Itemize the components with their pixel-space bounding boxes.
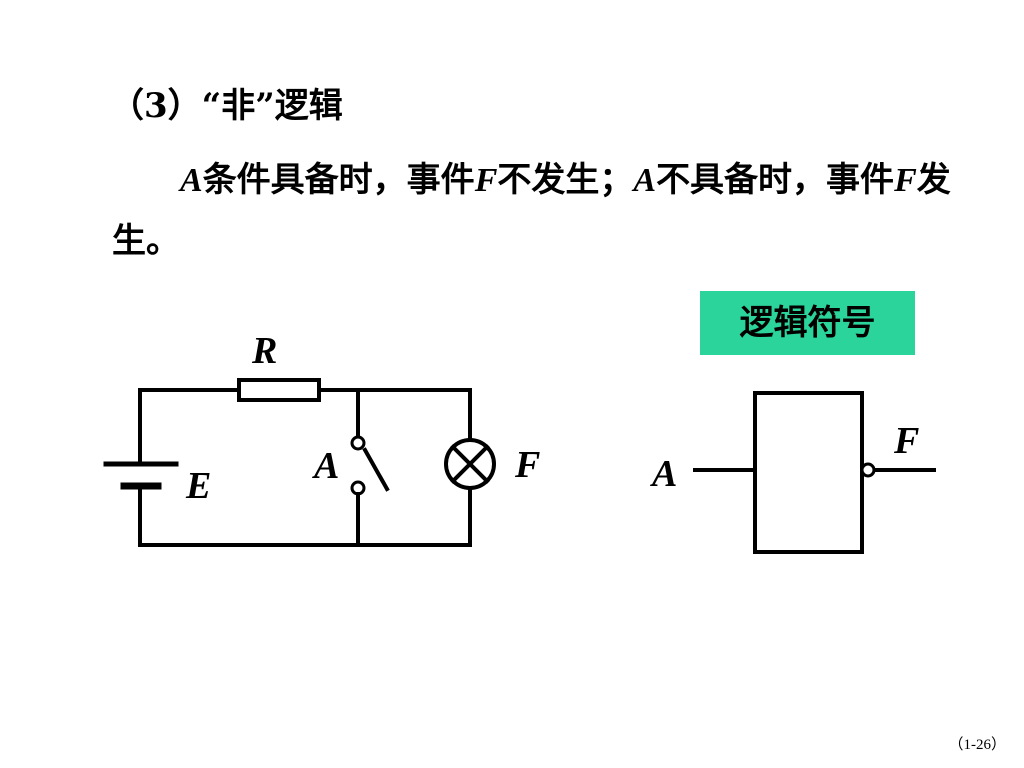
battery-label: E	[185, 465, 211, 507]
gate-input-label: A	[650, 453, 677, 495]
switch-blade	[362, 447, 390, 492]
not-gate-symbol	[693, 391, 936, 554]
text-run: 条件具备时，事件	[202, 160, 475, 200]
inversion-bubble	[860, 462, 876, 478]
page-number: （1-26）	[948, 737, 1007, 753]
switch-contact-top	[350, 435, 366, 451]
text-run: 不具备时，事件	[656, 160, 895, 200]
text-run: A	[633, 162, 657, 199]
text-run: 发生。	[112, 160, 951, 261]
logic-symbol-label: 逻辑符号	[700, 291, 915, 355]
description-paragraph: A条件具备时，事件F不发生；A不具备时，事件F发生。	[112, 150, 992, 271]
section-heading: （3）“非”逻辑	[110, 78, 343, 127]
text-run: F	[894, 162, 917, 199]
switch-label: A	[312, 445, 339, 487]
text-run: A	[180, 162, 203, 199]
section-number: （3）	[110, 86, 202, 126]
resistor-label: R	[251, 330, 277, 372]
circuit-diagram	[103, 378, 496, 547]
section-title: “非”逻辑	[201, 86, 343, 126]
text-run: F	[474, 162, 498, 199]
gate-output-label: F	[893, 420, 919, 462]
lamp-cross	[450, 444, 490, 484]
resistor	[237, 378, 321, 402]
text-run: 不发生；	[497, 160, 634, 200]
gate-body	[753, 391, 864, 554]
lamp-label: F	[514, 444, 540, 486]
